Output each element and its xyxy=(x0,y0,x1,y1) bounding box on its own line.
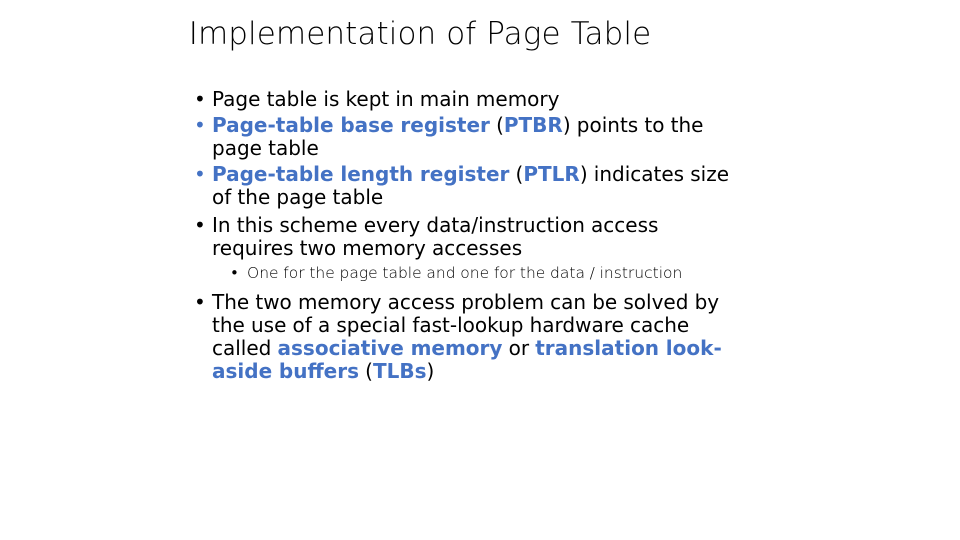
list-item: • Page table is kept in main memory xyxy=(194,88,730,111)
sub-list-item: • One for the page table and one for the… xyxy=(194,264,730,283)
page-title: Implementation of Page Table xyxy=(188,16,652,52)
plain-text-run: ) points to the page table xyxy=(212,113,704,160)
bullet-marker-icon: • xyxy=(194,162,206,186)
list-item-text: Page-table length register (PTLR) indica… xyxy=(212,163,730,209)
plain-text-run: The two memory access problem can be sol… xyxy=(212,290,720,360)
plain-text-run: or xyxy=(502,336,536,360)
plain-text-run: ) xyxy=(426,359,435,383)
emphasised-term: translation look-aside buffers xyxy=(212,336,722,383)
plain-text-run: ) indicates size of the page table xyxy=(212,162,730,209)
emphasised-term: Page-table length register xyxy=(212,162,510,186)
bullet-marker-icon: • xyxy=(194,213,206,237)
emphasised-term: TLBs xyxy=(372,359,427,383)
list-item-text: Page-table base register (PTBR) points t… xyxy=(212,114,730,160)
list-item-text: The two memory access problem can be sol… xyxy=(212,291,730,383)
emphasised-term: PTLR xyxy=(523,162,580,186)
plain-text-run: ( xyxy=(359,359,373,383)
emphasised-term: PTBR xyxy=(503,113,563,137)
bullet-marker-icon: • xyxy=(194,87,206,111)
plain-text-run: One for the page table and one for the d… xyxy=(247,264,683,282)
list-item: • In this scheme every data/instruction … xyxy=(194,214,730,260)
plain-text-run: Page table is kept in main memory xyxy=(212,87,560,111)
list-item: • Page-table length register (PTLR) indi… xyxy=(194,163,730,209)
bullet-marker-icon: • xyxy=(194,113,206,137)
list-item-text: Page table is kept in main memory xyxy=(212,88,730,111)
emphasised-term: Page-table base register xyxy=(212,113,490,137)
plain-text-run: In this scheme every data/instruction ac… xyxy=(212,213,659,260)
sub-list-item-text: One for the page table and one for the d… xyxy=(247,264,730,282)
bullet-list: • Page table is kept in main memory • Pa… xyxy=(194,88,730,386)
title-container: Implementation of Page Table xyxy=(0,16,840,53)
list-item-text: In this scheme every data/instruction ac… xyxy=(212,214,730,260)
plain-text-run: ( xyxy=(489,113,504,137)
bullet-marker-icon: • xyxy=(194,290,206,314)
bullet-marker-icon: • xyxy=(230,264,239,282)
plain-text-run: ( xyxy=(509,162,524,186)
list-item: • Page-table base register (PTBR) points… xyxy=(194,114,730,160)
list-item: • The two memory access problem can be s… xyxy=(194,291,730,383)
emphasised-term: associative memory xyxy=(277,336,503,360)
